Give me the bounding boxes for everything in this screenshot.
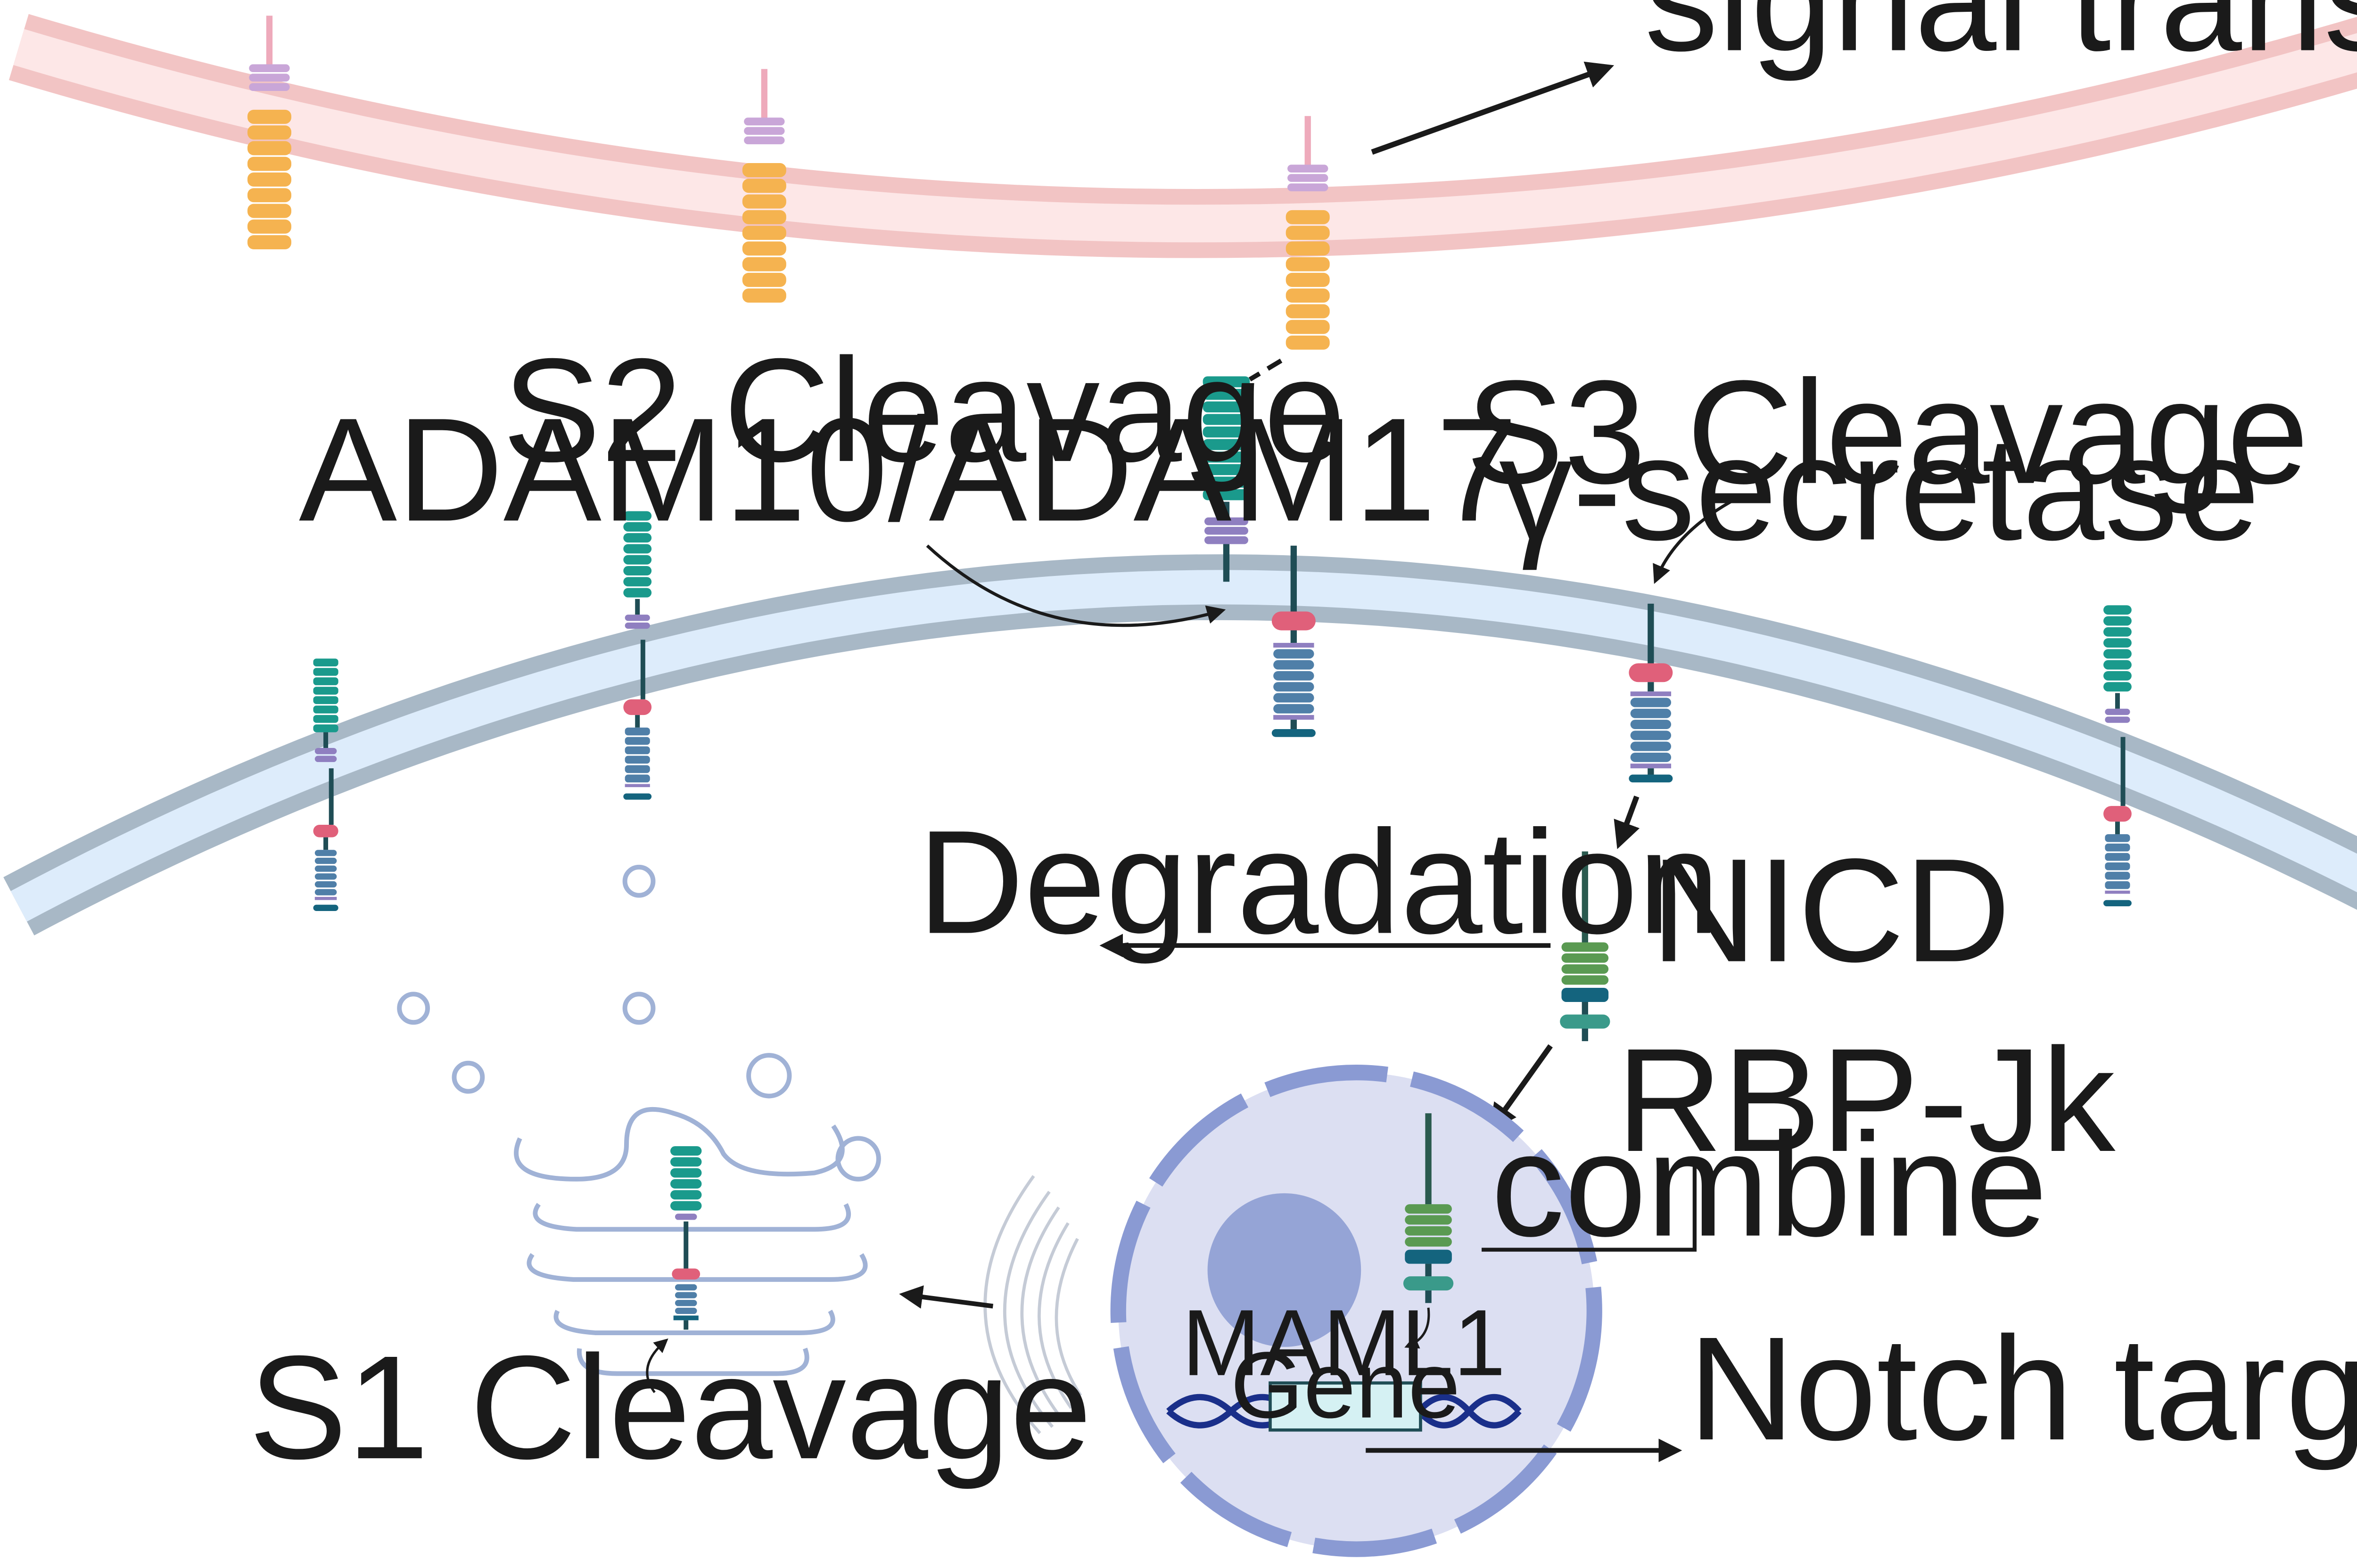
s1-cleavage-arrow <box>646 1338 668 1393</box>
golgi-apparatus <box>514 1107 868 1376</box>
s2-cleavage-label: S2 Cleavage <box>503 328 1345 493</box>
nicd-protein <box>1560 851 1610 1042</box>
ligand-binding-link <box>1248 358 1283 382</box>
signal-transmission-arrow <box>1371 61 1615 155</box>
vesicle <box>746 1053 792 1099</box>
combine-bracket <box>1482 1160 1697 1252</box>
notch-s3-site <box>1629 603 1673 783</box>
s1-cleavage-label: S1 Cleavage <box>249 1325 1092 1491</box>
vesicle <box>835 1136 881 1182</box>
notch-transmembrane-remnant <box>1271 545 1316 737</box>
adam-enzyme-label: ADAM10/ADAM17 <box>299 387 1518 552</box>
notch-target-genes-label: Notch target genes <box>1689 1306 2357 1472</box>
golgi-transport-arrow <box>899 1285 994 1309</box>
rbp-jk-label: RBP-Jk <box>1616 1018 2118 1182</box>
notch-receptor <box>623 511 652 800</box>
vesicle <box>622 992 656 1025</box>
vesicle <box>622 864 656 898</box>
gene-box <box>1269 1381 1422 1432</box>
nuclear-entry-arrow <box>1489 1044 1553 1132</box>
s3-cleavage-arrow <box>1653 500 1731 584</box>
vesicle <box>452 1060 485 1094</box>
degradation-label: Degradation <box>918 800 1720 965</box>
receiving-cell-membrane <box>3 554 2357 936</box>
gamma-secretase-label: γ-secretase <box>1499 406 2260 572</box>
gene-label: Gene <box>1230 1332 1460 1437</box>
notch-in-golgi <box>670 1146 702 1330</box>
nucleus <box>1110 1065 1602 1557</box>
s2-cleavage-arrow <box>926 544 1226 627</box>
signal-transmission-label: signal transmission <box>1645 0 2357 82</box>
s3-cleavage-label: S3 Cleavage <box>1466 350 2308 516</box>
vesicle <box>397 992 430 1025</box>
ligand-protein-bound <box>1286 116 1330 350</box>
release-arrow <box>1614 796 1640 849</box>
nicd-in-nucleus <box>1403 1113 1454 1303</box>
endoplasmic-reticulum <box>983 1175 1082 1435</box>
ligand-protein <box>742 69 786 303</box>
maml1-label: MAML1 <box>1182 1290 1506 1396</box>
notch-receptor <box>313 658 338 911</box>
combine-label: combine <box>1491 1102 2047 1267</box>
gene-binding-arrow <box>1404 1307 1430 1349</box>
nucleolus <box>1207 1193 1361 1347</box>
signal-cell-membrane <box>8 14 2357 258</box>
nicd-label: NICD <box>1651 828 2011 993</box>
ligand-protein <box>247 16 291 249</box>
notch-extracellular-domain <box>1203 376 1250 582</box>
notch-receptor <box>2103 605 2132 907</box>
